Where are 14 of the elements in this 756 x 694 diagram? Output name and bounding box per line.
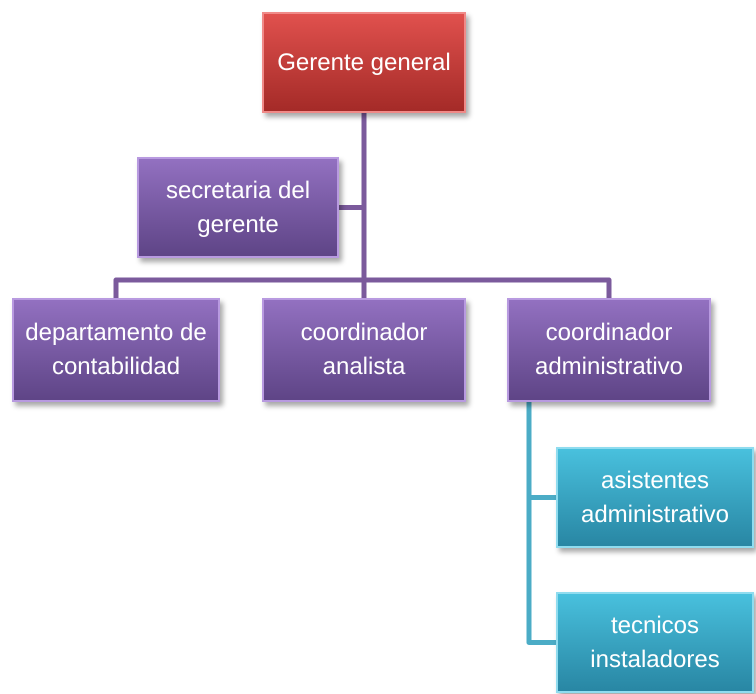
- role-title: coordinador administrativo: [534, 318, 684, 382]
- role-title: secretaria del gerente: [164, 176, 312, 240]
- sub-role-box: [556, 592, 754, 693]
- role-box: [137, 157, 339, 258]
- root-role-box: [262, 12, 466, 113]
- role-box: [12, 298, 220, 402]
- role-box: [507, 298, 711, 402]
- role-title: tecnicos instaladores: [589, 610, 721, 674]
- role-box: [262, 298, 466, 402]
- role-title: coordinador analista: [300, 318, 428, 382]
- role-title: departamento de contabilidad: [24, 318, 208, 382]
- role-title: Gerente general: [276, 48, 452, 78]
- role-title: asistentes administrativo: [580, 466, 730, 530]
- sub-role-box: [556, 447, 754, 548]
